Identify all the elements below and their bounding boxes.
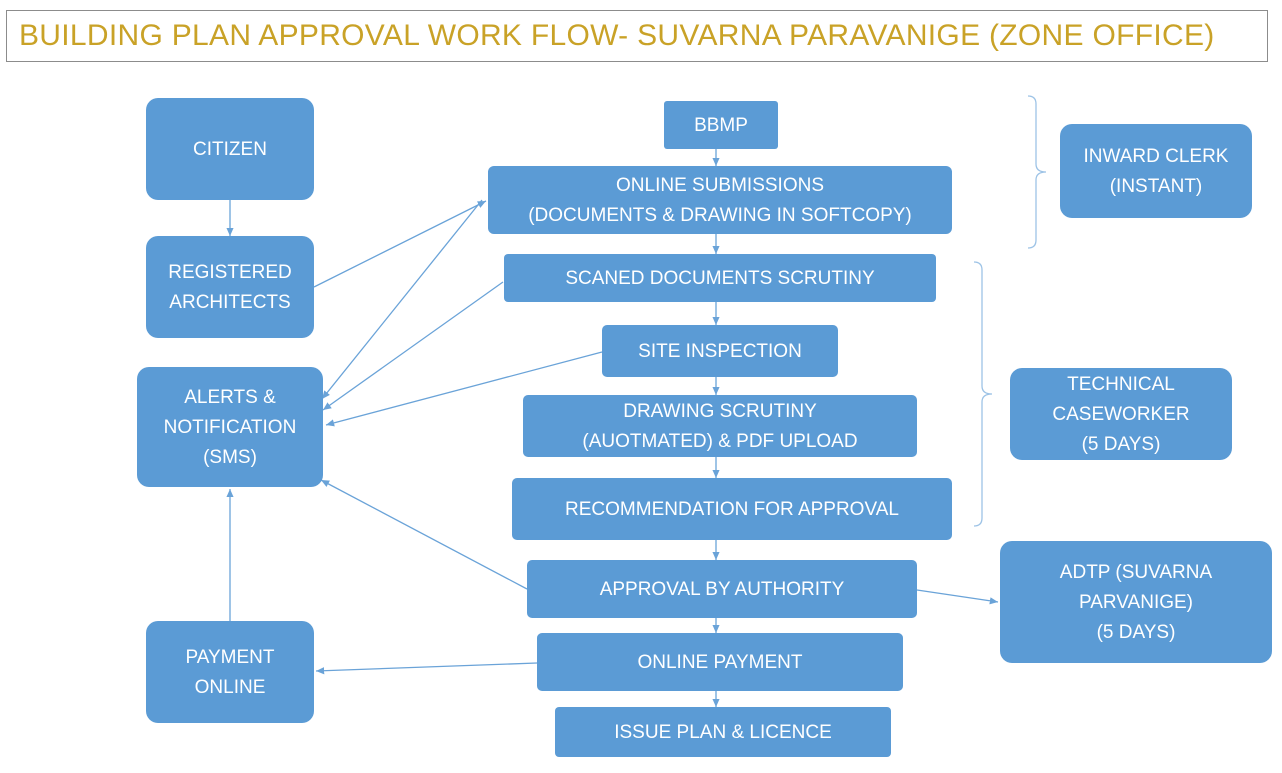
node-bbmp: BBMP: [664, 101, 778, 149]
edge-registered-architects-to-online-submissions: [313, 200, 487, 288]
node-label-drawing-scrutiny-line-1: (AUOTMATED) & PDF UPLOAD: [582, 431, 857, 452]
node-registered-architects: REGISTERED ARCHITECTS: [146, 236, 314, 338]
node-scanned-documents-scrutiny: SCANED DOCUMENTS SCRUTINY: [504, 254, 936, 302]
node-box-drawing-scrutiny: [523, 395, 917, 457]
diagram-title: BUILDING PLAN APPROVAL WORK FLOW- SUVARN…: [19, 19, 1215, 52]
node-inward-clerk: INWARD CLERK (INSTANT): [1060, 124, 1252, 218]
node-label-recommendation-line-0: RECOMMENDATION FOR APPROVAL: [565, 499, 899, 520]
node-online-submissions: ONLINE SUBMISSIONS (DOCUMENTS & DRAWING I…: [488, 166, 952, 234]
technical-caseworker-bracket: [973, 261, 993, 527]
node-label-technical-caseworker-line-2: (5 DAYS): [1082, 434, 1161, 455]
node-box-site-inspection: [602, 325, 838, 377]
node-label-online-payment-line-0: ONLINE PAYMENT: [637, 652, 802, 673]
node-box-online-submissions: [488, 166, 952, 234]
node-box-payment-online: [146, 621, 314, 723]
node-online-payment: ONLINE PAYMENT: [537, 633, 903, 691]
node-box-technical-caseworker: [1010, 368, 1232, 460]
node-label-technical-caseworker-line-1: CASEWORKER: [1052, 404, 1189, 425]
node-label-site-inspection-line-0: SITE INSPECTION: [638, 341, 802, 362]
edge-online-submissions-to-alerts-notification: [321, 199, 483, 400]
node-label-approval-authority-line-0: APPROVAL BY AUTHORITY: [600, 579, 845, 600]
node-drawing-scrutiny: DRAWING SCRUTINY (AUOTMATED) & PDF UPLOAD: [523, 395, 917, 457]
node-label-inward-clerk-line-0: INWARD CLERK: [1084, 146, 1229, 167]
node-label-registered-architects-line-0: REGISTERED: [168, 262, 292, 283]
node-label-bbmp-line-0: BBMP: [694, 115, 748, 136]
node-box-citizen: [146, 98, 314, 200]
edge-approval-authority-to-adtp: [916, 589, 999, 605]
edge-site-inspection-to-alerts-notification: [325, 351, 603, 427]
node-technical-caseworker: TECHNICAL CASEWORKER (5 DAYS): [1010, 368, 1232, 460]
node-label-registered-architects-line-1: ARCHITECTS: [169, 292, 290, 313]
diagram-title-box: BUILDING PLAN APPROVAL WORK FLOW- SUVARN…: [6, 10, 1268, 62]
node-box-inward-clerk: [1060, 124, 1252, 218]
node-site-inspection: SITE INSPECTION: [602, 325, 838, 377]
edge-approval-authority-to-alerts-notification: [320, 479, 528, 590]
node-issue-plan: ISSUE PLAN & LICENCE: [555, 707, 891, 757]
node-label-issue-plan-line-0: ISSUE PLAN & LICENCE: [614, 722, 832, 743]
node-label-citizen-line-0: CITIZEN: [193, 139, 267, 160]
edge-scanned-documents-scrutiny-to-alerts-notification: [322, 281, 504, 411]
node-box-approval-authority: [527, 560, 917, 618]
node-label-inward-clerk-line-1: (INSTANT): [1110, 176, 1203, 197]
node-box-issue-plan: [555, 707, 891, 757]
node-adtp: ADTP (SUVARNA PARVANIGE) (5 DAYS): [1000, 541, 1272, 663]
node-box-online-payment: [537, 633, 903, 691]
inward-clerk-bracket: [1027, 95, 1047, 249]
brackets-layer: [973, 95, 1047, 527]
node-label-alerts-notification-line-0: ALERTS &: [184, 387, 276, 408]
node-box-registered-architects: [146, 236, 314, 338]
node-box-bbmp: [664, 101, 778, 149]
node-label-alerts-notification-line-2: (SMS): [203, 447, 257, 468]
node-approval-authority: APPROVAL BY AUTHORITY: [527, 560, 917, 618]
node-label-adtp-line-0: ADTP (SUVARNA: [1060, 562, 1213, 583]
node-box-alerts-notification: [137, 367, 323, 487]
node-label-online-submissions-line-0: ONLINE SUBMISSIONS: [616, 175, 824, 196]
node-box-recommendation: [512, 478, 952, 540]
node-box-adtp: [1000, 541, 1272, 663]
edge-online-payment-to-payment-online: [315, 662, 538, 675]
node-label-technical-caseworker-line-0: TECHNICAL: [1067, 374, 1175, 395]
node-recommendation: RECOMMENDATION FOR APPROVAL: [512, 478, 952, 540]
node-label-online-submissions-line-1: (DOCUMENTS & DRAWING IN SOFTCOPY): [528, 205, 912, 226]
node-alerts-notification: ALERTS & NOTIFICATION (SMS): [137, 367, 323, 487]
node-box-scanned-documents-scrutiny: [504, 254, 936, 302]
edges-layer: [226, 149, 999, 707]
node-label-adtp-line-1: PARVANIGE): [1079, 592, 1193, 613]
node-label-alerts-notification-line-1: NOTIFICATION: [164, 417, 297, 438]
node-label-scanned-documents-scrutiny-line-0: SCANED DOCUMENTS SCRUTINY: [565, 268, 875, 289]
node-label-payment-online-line-0: PAYMENT: [185, 647, 274, 668]
node-label-adtp-line-2: (5 DAYS): [1097, 622, 1176, 643]
node-label-payment-online-line-1: ONLINE: [195, 677, 266, 698]
nodes-layer: CITIZEN REGISTERED ARCHITECTS ALERTS & NOTIF…: [137, 98, 1272, 757]
node-citizen: CITIZEN: [146, 98, 314, 200]
node-label-drawing-scrutiny-line-0: DRAWING SCRUTINY: [623, 401, 817, 422]
node-payment-online: PAYMENT ONLINE: [146, 621, 314, 723]
